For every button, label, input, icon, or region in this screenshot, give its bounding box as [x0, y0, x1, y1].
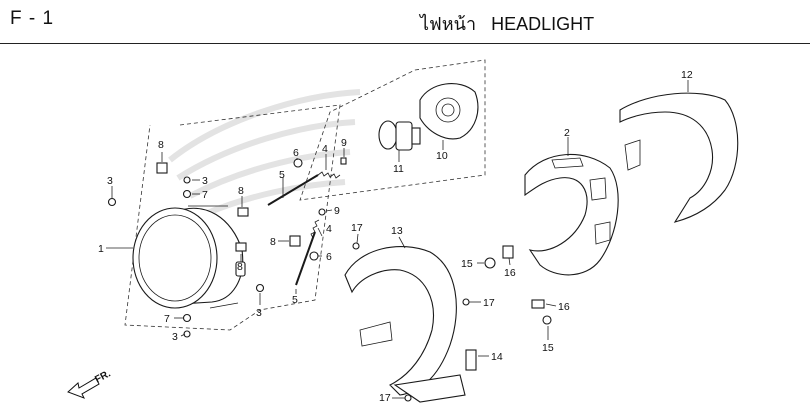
page-header: F - 1 ไฟหน้า HEADLIGHT: [0, 0, 810, 44]
callout-5: 5: [292, 294, 298, 306]
header-rule: [0, 43, 810, 44]
callout-11: 11: [393, 163, 404, 175]
group-outline-bulb: [299, 59, 486, 201]
page-title: ไฟหน้า HEADLIGHT: [420, 9, 594, 38]
callout-4: 4: [322, 143, 328, 155]
title-thai: ไฟหน้า: [420, 14, 477, 35]
group-outline-left: [124, 104, 341, 331]
front-direction-arrow: FR.: [67, 368, 113, 399]
callout-8: 8: [158, 139, 164, 151]
callout-15: 15: [461, 258, 473, 270]
callout-6: 6: [326, 251, 332, 263]
headlight-rim: [344, 246, 466, 403]
callout-16: 16: [558, 301, 570, 313]
headlight-rear-cover: [619, 92, 739, 223]
callout-2: 2: [564, 127, 570, 139]
callout-3: 3: [202, 175, 208, 187]
callout-12: 12: [681, 69, 693, 81]
socket-housing: [419, 83, 479, 140]
callout-6: 6: [293, 147, 299, 159]
wing-logo-watermark: [168, 89, 361, 217]
callout-labels: 1 2 3 3 3 3 4 4 5 5 6 6 7 7 8 8 8 8 9 9 …: [98, 69, 693, 404]
section-code: F - 1: [10, 8, 55, 29]
callout-8: 8: [237, 261, 243, 273]
callout-8: 8: [238, 185, 244, 197]
callout-7: 7: [202, 189, 208, 201]
callout-9: 9: [334, 205, 340, 217]
headlight-unit: [132, 205, 246, 309]
callout-8: 8: [270, 236, 276, 248]
callout-1: 1: [98, 243, 104, 255]
callout-15: 15: [542, 342, 554, 354]
callout-10: 10: [436, 150, 448, 162]
callout-14: 14: [491, 351, 503, 363]
callout-4: 4: [326, 223, 332, 235]
arrow-icon: [67, 377, 100, 399]
callout-13: 13: [391, 225, 403, 237]
adjuster-springs: [310, 171, 341, 239]
headlight-case: [524, 153, 619, 276]
leader-lines: [106, 80, 689, 399]
direction-label: FR.: [93, 368, 113, 385]
headlight-bulb: [378, 120, 421, 151]
callout-5: 5: [279, 169, 285, 181]
adjuster-screws: [267, 174, 319, 286]
callout-3: 3: [107, 175, 113, 187]
callout-16: 16: [504, 267, 516, 279]
callout-17: 17: [351, 222, 363, 234]
callout-3: 3: [172, 331, 178, 343]
callout-3: 3: [256, 307, 262, 319]
callout-9: 9: [341, 137, 347, 149]
small-hardware: [107, 157, 552, 402]
title-english: HEADLIGHT: [491, 14, 595, 34]
callout-17: 17: [379, 392, 391, 404]
callout-17: 17: [483, 297, 495, 309]
callout-7: 7: [164, 313, 170, 325]
